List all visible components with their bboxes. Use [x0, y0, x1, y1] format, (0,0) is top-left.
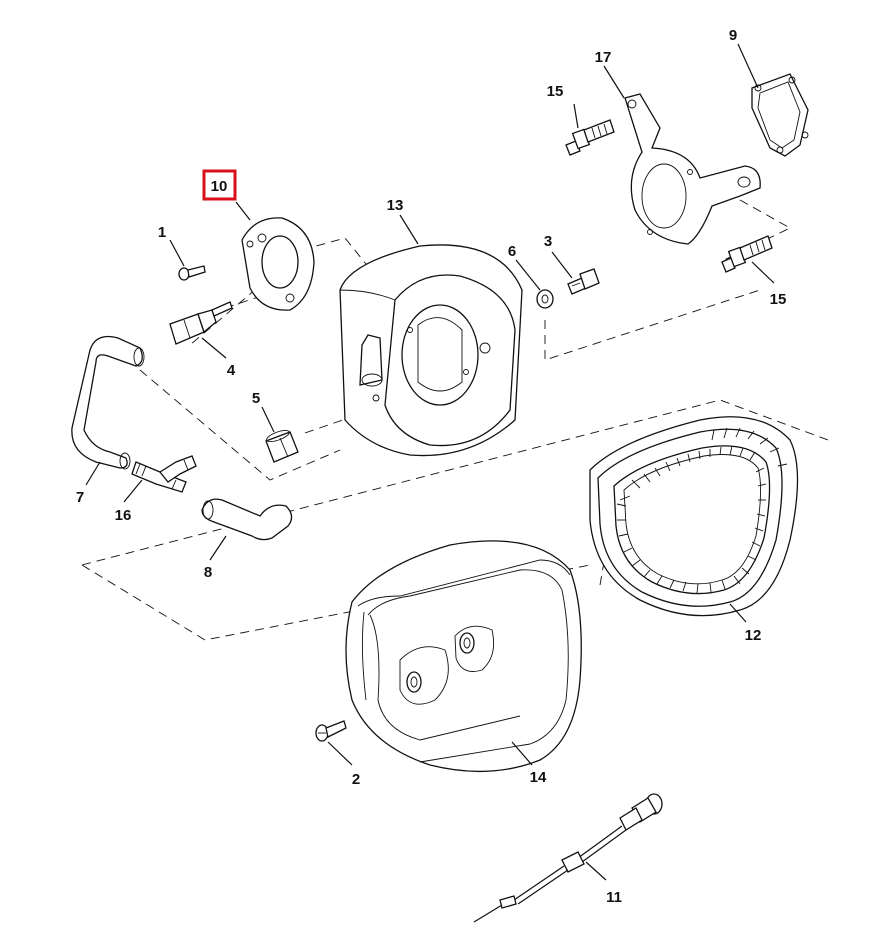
gasket-9	[751, 73, 809, 157]
label-9: 9	[729, 27, 737, 44]
label-4: 4	[227, 362, 236, 379]
label-15-upper: 15	[547, 83, 564, 100]
label-12: 12	[745, 627, 762, 644]
label-6: 6	[508, 243, 516, 260]
hose-8	[201, 498, 293, 541]
label-7: 7	[76, 489, 84, 506]
label-1: 1	[158, 224, 166, 241]
backplate-13	[339, 244, 523, 457]
label-5: 5	[252, 390, 260, 407]
callout-labels: 1 2 3 4 5 6 7 8 9 10 11 12 13 14 15 15 1…	[76, 27, 787, 906]
washer-6	[536, 289, 554, 309]
highlight-box-10	[202, 169, 237, 201]
screw-1	[178, 265, 206, 281]
bolt-3	[567, 268, 600, 295]
bracket-17	[624, 93, 761, 245]
label-3: 3	[544, 233, 552, 250]
standoff-4	[169, 301, 233, 345]
screw-2	[315, 720, 347, 742]
label-14: 14	[530, 769, 547, 786]
tee-fitting-16	[131, 455, 197, 493]
label-8: 8	[204, 564, 212, 581]
label-16: 16	[115, 507, 132, 524]
mount-plate-10	[241, 217, 315, 311]
filter-pleats	[616, 427, 788, 594]
label-11: 11	[606, 889, 622, 906]
label-13: 13	[387, 197, 404, 214]
coupling-5	[265, 429, 299, 463]
stud-15-lower	[721, 235, 773, 273]
label-17: 17	[595, 49, 612, 66]
filter-12	[589, 416, 799, 617]
cover-14	[345, 540, 582, 773]
leader-lines	[85, 43, 775, 881]
stud-15-upper	[565, 119, 615, 156]
hose-7	[71, 335, 145, 470]
label-15-lower: 15	[770, 291, 787, 308]
choke-cable-11	[473, 793, 663, 923]
label-10: 10	[211, 178, 228, 195]
label-2: 2	[352, 771, 360, 788]
